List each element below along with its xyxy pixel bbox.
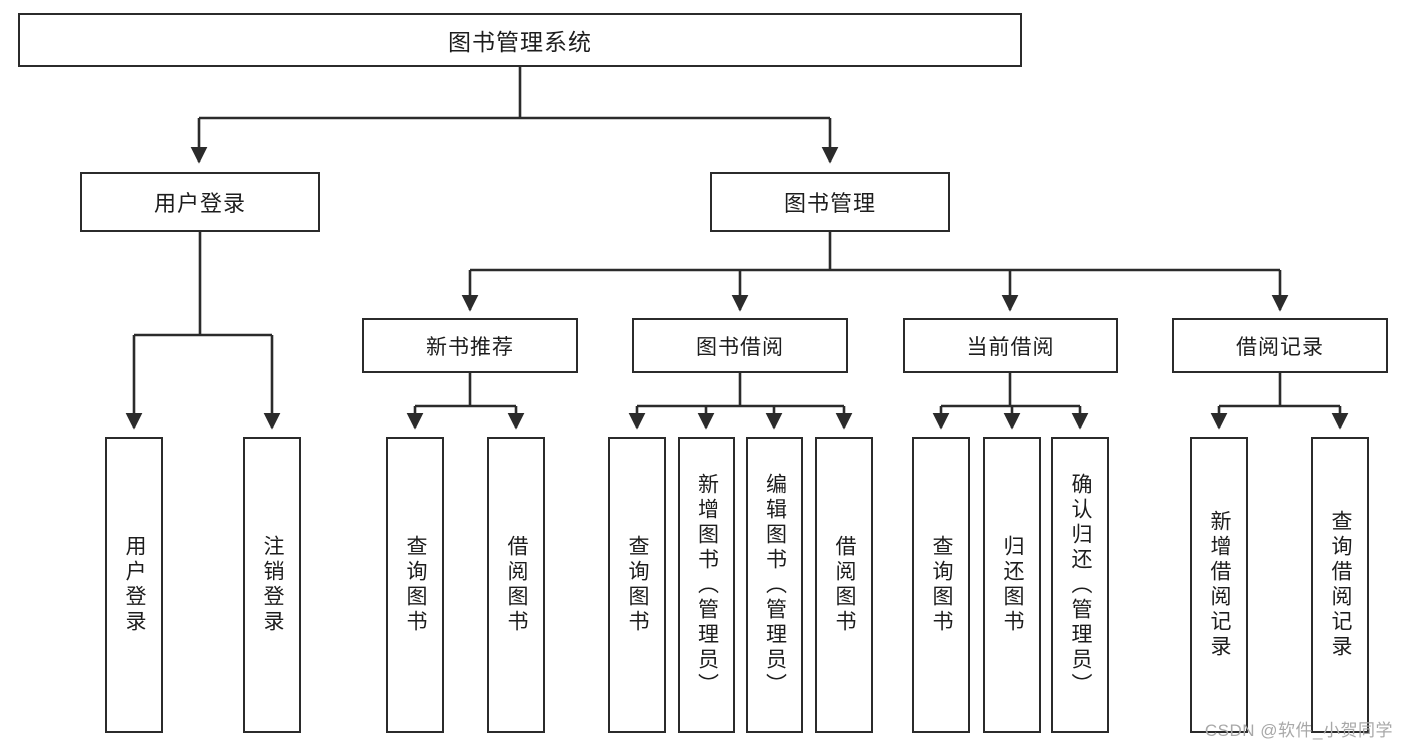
- leaf-logout[interactable]: 注销登录: [243, 437, 301, 733]
- leaf-borrow-book[interactable]: 借阅图书: [815, 437, 873, 733]
- leaf-inner: 新增图书（管理员）: [680, 439, 733, 731]
- node-book-borrow[interactable]: 图书借阅: [632, 318, 848, 373]
- node-label: 借阅图书: [505, 535, 529, 635]
- leaf-add-book-admin[interactable]: 新增图书（管理员）: [678, 437, 735, 733]
- node-label: 归还图书: [1001, 535, 1025, 635]
- leaf-inner: 查询图书: [388, 439, 442, 731]
- leaf-inner: 用户登录: [107, 439, 161, 731]
- node-label: 图书借阅: [696, 335, 784, 359]
- csdn-watermark: CSDN @软件_小贺同学: [1204, 721, 1393, 740]
- leaf-inner: 借阅图书: [817, 439, 871, 731]
- node-current-borrow[interactable]: 当前借阅: [903, 318, 1118, 373]
- node-label: 用户登录: [123, 535, 147, 635]
- leaf-inner: 查询借阅记录: [1313, 439, 1367, 731]
- leaf-inner: 借阅图书: [489, 439, 543, 731]
- leaf-user-login[interactable]: 用户登录: [105, 437, 163, 733]
- node-label: 查询图书: [626, 535, 650, 635]
- node-label: 新增借阅记录: [1208, 510, 1232, 660]
- leaf-query-book-current[interactable]: 查询图书: [912, 437, 970, 733]
- leaf-inner: 查询图书: [914, 439, 968, 731]
- leaf-add-borrow-record[interactable]: 新增借阅记录: [1190, 437, 1248, 733]
- node-user-login[interactable]: 用户登录: [80, 172, 320, 232]
- leaf-inner: 归还图书: [985, 439, 1039, 731]
- leaf-query-book-recommend[interactable]: 查询图书: [386, 437, 444, 733]
- leaf-inner: 查询图书: [610, 439, 664, 731]
- node-label: 编辑图书（管理员）: [763, 472, 787, 698]
- node-label: 确认归还（管理员）: [1069, 472, 1093, 698]
- node-label: 新书推荐: [426, 335, 514, 359]
- node-label: 查询图书: [930, 535, 954, 635]
- node-book-management[interactable]: 图书管理: [710, 172, 950, 232]
- node-label: 图书管理系统: [448, 29, 592, 55]
- leaf-query-borrow-record[interactable]: 查询借阅记录: [1311, 437, 1369, 733]
- node-label: 注销登录: [261, 535, 285, 635]
- leaf-confirm-return-admin[interactable]: 确认归还（管理员）: [1051, 437, 1109, 733]
- node-borrow-record[interactable]: 借阅记录: [1172, 318, 1388, 373]
- node-label: 查询借阅记录: [1329, 510, 1353, 660]
- leaf-return-book[interactable]: 归还图书: [983, 437, 1041, 733]
- node-label: 图书管理: [783, 191, 876, 216]
- node-label: 新增图书（管理员）: [695, 472, 719, 698]
- node-root[interactable]: 图书管理系统: [18, 13, 1022, 67]
- leaf-inner: 编辑图书（管理员）: [748, 439, 801, 731]
- node-label: 借阅图书: [833, 535, 857, 635]
- leaf-inner: 注销登录: [245, 439, 299, 731]
- leaf-borrow-book-recommend[interactable]: 借阅图书: [487, 437, 545, 733]
- node-label: 查询图书: [404, 535, 428, 635]
- leaf-edit-book-admin[interactable]: 编辑图书（管理员）: [746, 437, 803, 733]
- leaf-inner: 确认归还（管理员）: [1053, 439, 1107, 731]
- leaf-query-book-borrow[interactable]: 查询图书: [608, 437, 666, 733]
- node-label: 用户登录: [153, 191, 246, 216]
- node-label: 当前借阅: [966, 335, 1055, 359]
- node-label: 借阅记录: [1236, 335, 1324, 359]
- leaf-inner: 新增借阅记录: [1192, 439, 1246, 731]
- node-new-book-recommend[interactable]: 新书推荐: [362, 318, 578, 373]
